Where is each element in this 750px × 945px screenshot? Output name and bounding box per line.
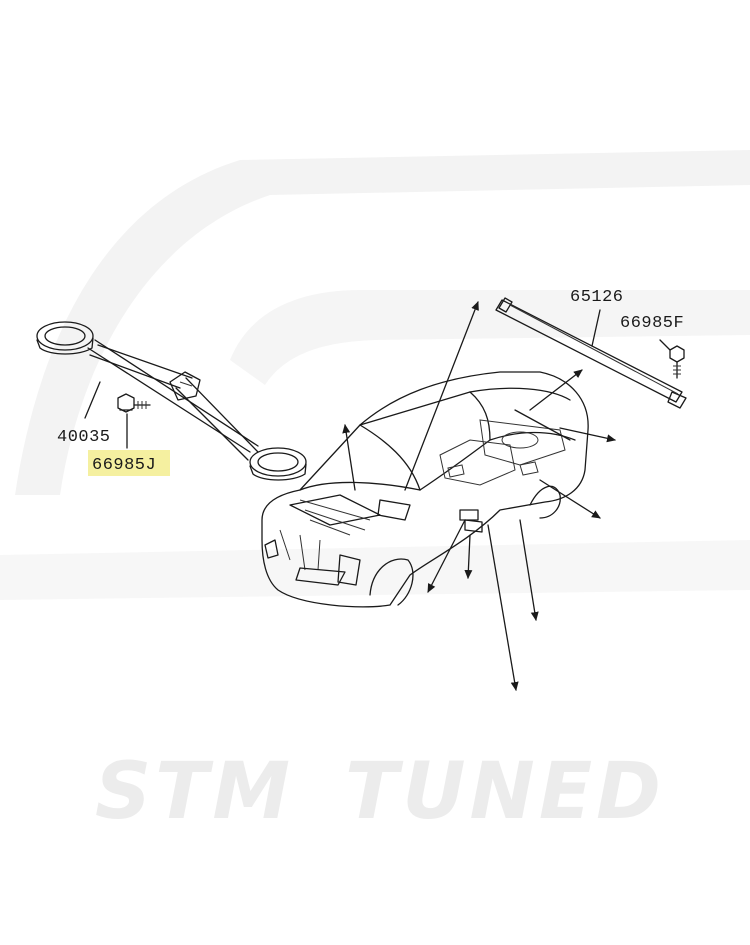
part-label-66985j[interactable]: 66985J: [92, 456, 156, 475]
part-label-40035[interactable]: 40035: [57, 428, 111, 447]
strut-bar-drawing[interactable]: [36, 321, 307, 481]
bolt-66985j-icon[interactable]: [117, 393, 151, 449]
bolt-66985f-icon[interactable]: [659, 339, 685, 379]
watermark-logo-icon: [0, 150, 750, 600]
direction-arrows: [342, 301, 616, 691]
watermark-text: STM TUNED: [95, 747, 665, 837]
part-label-65126[interactable]: 65126: [570, 288, 624, 307]
rear-bar-drawing[interactable]: [495, 297, 687, 409]
part-label-66985f[interactable]: 66985F: [620, 314, 684, 333]
part-highlight-66985j: [88, 450, 170, 476]
car-drawing: [261, 371, 589, 608]
watermark-text-stm: STM: [95, 747, 294, 837]
watermark-text-tuned: TUNED: [345, 747, 665, 837]
